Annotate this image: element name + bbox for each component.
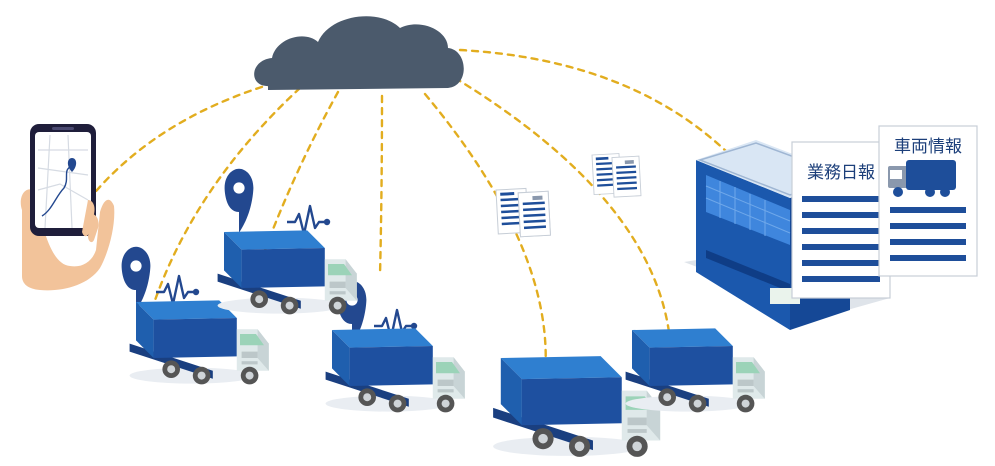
location-pin-icon [121, 246, 151, 311]
vehicle-info-document: 車両情報 [878, 125, 978, 277]
cloud-icon [254, 16, 464, 90]
truck-icon [625, 328, 765, 413]
truck-icon [217, 230, 357, 315]
link-phone [68, 78, 287, 227]
pulse-signal-icon [154, 274, 201, 306]
report-document-icon [495, 187, 551, 238]
truck-icon [888, 160, 956, 197]
link-truck-3 [378, 94, 384, 277]
work-report-document: 業務日報 [791, 141, 891, 299]
hand [20, 189, 115, 291]
truck-icon [129, 300, 269, 385]
link-truck-5 [453, 76, 672, 342]
link-truck-1 [148, 86, 302, 317]
link-truck-2 [263, 90, 340, 252]
truck-icon [325, 328, 465, 413]
smartphone-icon [20, 124, 115, 291]
pulse-signal-icon [285, 204, 332, 236]
link-truck-4 [423, 92, 547, 377]
link-building [458, 48, 742, 167]
vehicle-info-label: 車両情報 [894, 137, 962, 157]
work-report-label: 業務日報 [807, 163, 875, 183]
location-pin-icon [224, 168, 254, 233]
report-document-icon [591, 153, 642, 198]
